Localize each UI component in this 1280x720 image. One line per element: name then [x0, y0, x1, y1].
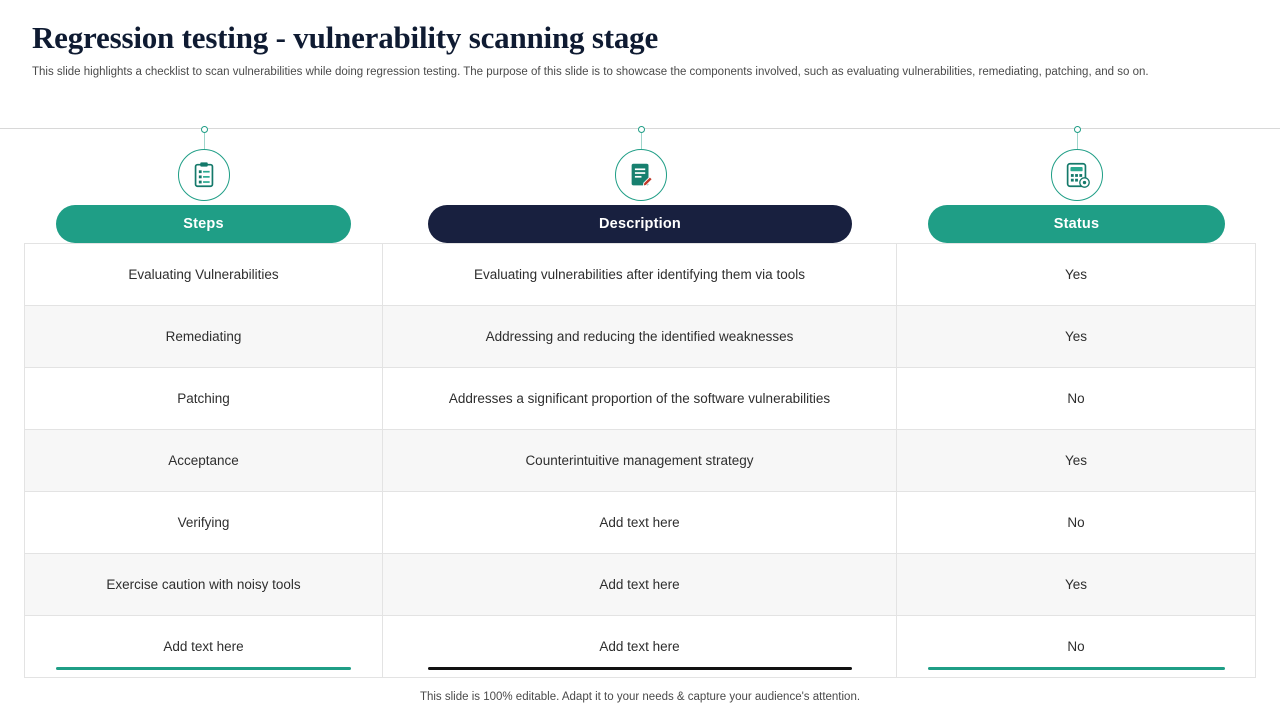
clipboard-checklist-icon: [178, 149, 230, 201]
calculator-settings-icon: [1051, 149, 1103, 201]
table-row: Acceptance Counterintuitive management s…: [25, 430, 1255, 492]
page-title: Regression testing - vulnerability scann…: [32, 20, 659, 55]
table-row: Verifying Add text here No: [25, 492, 1255, 554]
cell-description: Addressing and reducing the identified w…: [383, 306, 897, 367]
column-accent-bars: [0, 667, 1280, 671]
cell-status: No: [1067, 639, 1085, 654]
column-header-steps: Steps: [56, 205, 351, 243]
cell-step: Remediating: [25, 306, 383, 367]
cell-status: Yes: [1064, 329, 1088, 344]
column-header-description: Description: [428, 205, 852, 243]
cell-status: No: [1067, 391, 1085, 406]
marker-dot-icon: [1073, 126, 1081, 133]
cell-step: Exercise caution with noisy tools: [25, 554, 383, 615]
table-row: Evaluating Vulnerabilities Evaluating vu…: [25, 244, 1255, 306]
cell-step: Add text here: [25, 616, 383, 677]
cell-step: Verifying: [25, 492, 383, 553]
table-row: Exercise caution with noisy tools Add te…: [25, 554, 1255, 616]
slide-subtitle: This slide highlights a checklist to sca…: [32, 65, 1149, 78]
accent-bar-description: [428, 667, 852, 670]
table-row: Patching Addresses a significant proport…: [25, 368, 1255, 430]
cell-status: No: [1067, 515, 1085, 530]
cell-step: Acceptance: [25, 430, 383, 491]
cell-description: Add text here: [383, 492, 897, 553]
cell-step: Patching: [25, 368, 383, 429]
cell-description: Add text here: [383, 616, 897, 677]
slide-header: Regression testing - vulnerability scann…: [0, 0, 1280, 91]
checklist-table: Evaluating Vulnerabilities Evaluating vu…: [24, 243, 1256, 678]
cell-status: Yes: [1064, 453, 1088, 468]
marker-dot-icon: [637, 126, 645, 133]
accent-bar-status: [928, 667, 1225, 670]
marker-status: [1017, 126, 1137, 201]
cell-status: Yes: [1064, 267, 1088, 282]
icon-markers: [0, 126, 1280, 206]
cell-status: Yes: [1064, 577, 1088, 592]
marker-stem: [640, 133, 642, 149]
document-edit-icon: [615, 149, 667, 201]
marker-dot-icon: [200, 126, 208, 133]
accent-bar-steps: [56, 667, 351, 670]
marker-stem: [203, 133, 205, 149]
cell-description: Add text here: [383, 554, 897, 615]
column-header-status: Status: [928, 205, 1225, 243]
marker-stem: [1076, 133, 1078, 149]
table-row: Remediating Addressing and reducing the …: [25, 306, 1255, 368]
marker-steps: [144, 126, 264, 201]
cell-description: Counterintuitive management strategy: [383, 430, 897, 491]
marker-description: [581, 126, 701, 201]
column-headers: Steps Description Status: [0, 205, 1280, 243]
slide-footer-note: This slide is 100% editable. Adapt it to…: [419, 691, 861, 703]
cell-description: Evaluating vulnerabilities after identif…: [383, 244, 897, 305]
cell-step: Evaluating Vulnerabilities: [25, 244, 383, 305]
table-row: Add text here Add text here No: [25, 616, 1255, 678]
cell-description: Addresses a significant proportion of th…: [383, 368, 897, 429]
